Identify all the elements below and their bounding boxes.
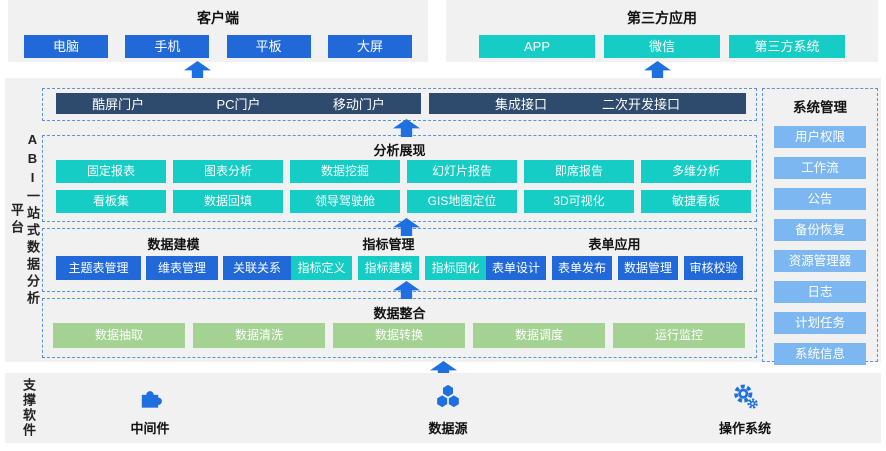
- portal-section: 酷屏门户 PC门户 移动门户 集成接口 二次开发接口: [42, 88, 757, 121]
- platform-band: ABI一站式数据分析 平台 酷屏门户 PC门户 移动门户 集成接口 二次开发接口…: [5, 78, 881, 365]
- third-party-item-wechat: 微信: [604, 35, 720, 58]
- form-design: 表单设计: [486, 256, 546, 280]
- third-party-title: 第三方应用: [627, 10, 697, 26]
- indicator-solidify: 指标固化: [425, 256, 486, 280]
- system-resource-manager: 资源管理器: [774, 250, 866, 272]
- client-item-mobile: 手机: [125, 35, 210, 58]
- support-middleware: 中间件: [95, 382, 205, 437]
- analysis-section: 分析展现 固定报表 图表分析 数据挖掘 幻灯片报告 即席报告 多维分析 看板集 …: [42, 135, 757, 222]
- integration-interface: 集成接口: [494, 97, 547, 112]
- client-item-pc: 电脑: [24, 35, 108, 58]
- third-party-panel: 第三方应用 APP 微信 第三方系统: [446, 0, 878, 62]
- support-datasource-label: 数据源: [428, 421, 468, 436]
- integration-title: 数据整合: [373, 306, 426, 321]
- system-backup: 备份恢复: [774, 219, 866, 241]
- integration-transform: 数据转换: [333, 323, 465, 348]
- system-section: 系统管理 用户权限 工作流 公告 备份恢复 资源管理器 日志 计划任务 系统信息: [762, 88, 878, 365]
- integration-clean: 数据清洗: [193, 323, 325, 348]
- analysis-slide-report: 幻灯片报告: [407, 160, 517, 183]
- client-panel: 客户端 电脑 手机 平板 大屏: [8, 0, 428, 62]
- support-datasource: 数据源: [393, 382, 503, 437]
- gears-icon: [734, 384, 758, 409]
- portal-bar: 酷屏门户 PC门户 移动门户: [56, 93, 421, 114]
- portal-pc: PC门户: [216, 97, 261, 112]
- form-data-manage: 数据管理: [618, 256, 678, 280]
- up-arrow-icon: [184, 61, 211, 79]
- client-item-bigscreen: 大屏: [327, 35, 412, 58]
- system-workflow: 工作流: [774, 157, 866, 179]
- integration-extract: 数据抽取: [53, 323, 185, 348]
- analysis-row-1: 固定报表 图表分析 数据挖掘 幻灯片报告 即席报告 多维分析: [56, 160, 751, 183]
- analysis-cockpit: 领导驾驶舱: [290, 190, 400, 213]
- indicator-title: 指标管理: [362, 237, 415, 252]
- indicator-group: 指标管理 指标定义 指标建模 指标固化: [291, 234, 486, 280]
- modeling-dim-table: 维表管理: [146, 256, 218, 280]
- up-arrow-icon: [644, 61, 671, 79]
- support-band: 支撑软件 中间件 数据源: [5, 373, 881, 443]
- analysis-data-mining: 数据挖掘: [290, 160, 400, 183]
- form-audit: 审核校验: [684, 256, 743, 280]
- analysis-chart: 图表分析: [173, 160, 283, 183]
- system-scheduled-task: 计划任务: [774, 312, 866, 334]
- integration-section: 数据整合 数据抽取 数据清洗 数据转换 数据调度 运行监控: [42, 298, 757, 358]
- system-announcement: 公告: [774, 188, 866, 210]
- indicator-define: 指标定义: [291, 256, 352, 280]
- portal-mobile: 移动门户: [332, 97, 385, 112]
- indicator-model: 指标建模: [358, 256, 419, 280]
- third-party-item-app: APP: [479, 35, 595, 58]
- form-publish: 表单发布: [552, 256, 612, 280]
- integration-row: 数据抽取 数据清洗 数据转换 数据调度 运行监控: [53, 323, 745, 348]
- client-title: 客户端: [197, 10, 239, 26]
- platform-side-title-sub: 平台: [9, 203, 24, 237]
- third-party-item-system: 第三方系统: [729, 35, 845, 58]
- support-os-label: 操作系统: [718, 421, 771, 436]
- client-item-tablet: 平板: [226, 35, 311, 58]
- analysis-dashboard-set: 看板集: [56, 190, 166, 213]
- integration-monitor: 运行监控: [613, 323, 745, 348]
- support-os: 操作系统: [690, 382, 800, 437]
- system-log: 日志: [774, 281, 866, 303]
- interface-bar: 集成接口 二次开发接口: [429, 93, 746, 114]
- analysis-gis-map: GIS地图定位: [407, 190, 517, 213]
- puzzle-icon: [141, 391, 162, 408]
- analysis-adhoc-report: 即席报告: [524, 160, 634, 183]
- third-party-items: APP 微信 第三方系统: [446, 28, 878, 58]
- analysis-3d: 3D可视化: [524, 190, 634, 213]
- analysis-backfill: 数据回填: [173, 190, 283, 213]
- data-modeling-title: 数据建模: [147, 237, 200, 252]
- modeling-section: 数据建模 主题表管理 维表管理 关联关系 指标管理 指标定义 指标建模 指标固化…: [42, 228, 757, 292]
- integration-schedule: 数据调度: [473, 323, 605, 348]
- modeling-relation: 关联关系: [223, 256, 291, 280]
- system-title: 系统管理: [793, 100, 847, 115]
- analysis-fixed-report: 固定报表: [56, 160, 166, 183]
- client-items: 电脑 手机 平板 大屏: [8, 28, 428, 58]
- analysis-row-2: 看板集 数据回填 领导驾驶舱 GIS地图定位 3D可视化 敏捷看板: [56, 190, 751, 213]
- hexagon-cluster-icon: [437, 384, 459, 408]
- form-group: 表单应用 表单设计 表单发布 数据管理 审核校验: [486, 234, 743, 280]
- modeling-subject-table: 主题表管理: [56, 256, 141, 280]
- data-modeling-group: 数据建模 主题表管理 维表管理 关联关系: [56, 234, 291, 280]
- analysis-multidim: 多维分析: [641, 160, 751, 183]
- support-title: 支撑软件: [21, 378, 36, 438]
- system-info: 系统信息: [774, 343, 866, 365]
- form-title: 表单应用: [588, 237, 641, 252]
- support-middleware-label: 中间件: [130, 421, 170, 436]
- analysis-agile-board: 敏捷看板: [641, 190, 751, 213]
- portal-cool-screen: 酷屏门户: [92, 97, 145, 112]
- analysis-title: 分析展现: [373, 143, 426, 158]
- system-user-rights: 用户权限: [774, 126, 866, 148]
- secondary-dev-interface: 二次开发接口: [602, 97, 681, 112]
- platform-side-title-main: ABI一站式数据分析: [25, 132, 40, 308]
